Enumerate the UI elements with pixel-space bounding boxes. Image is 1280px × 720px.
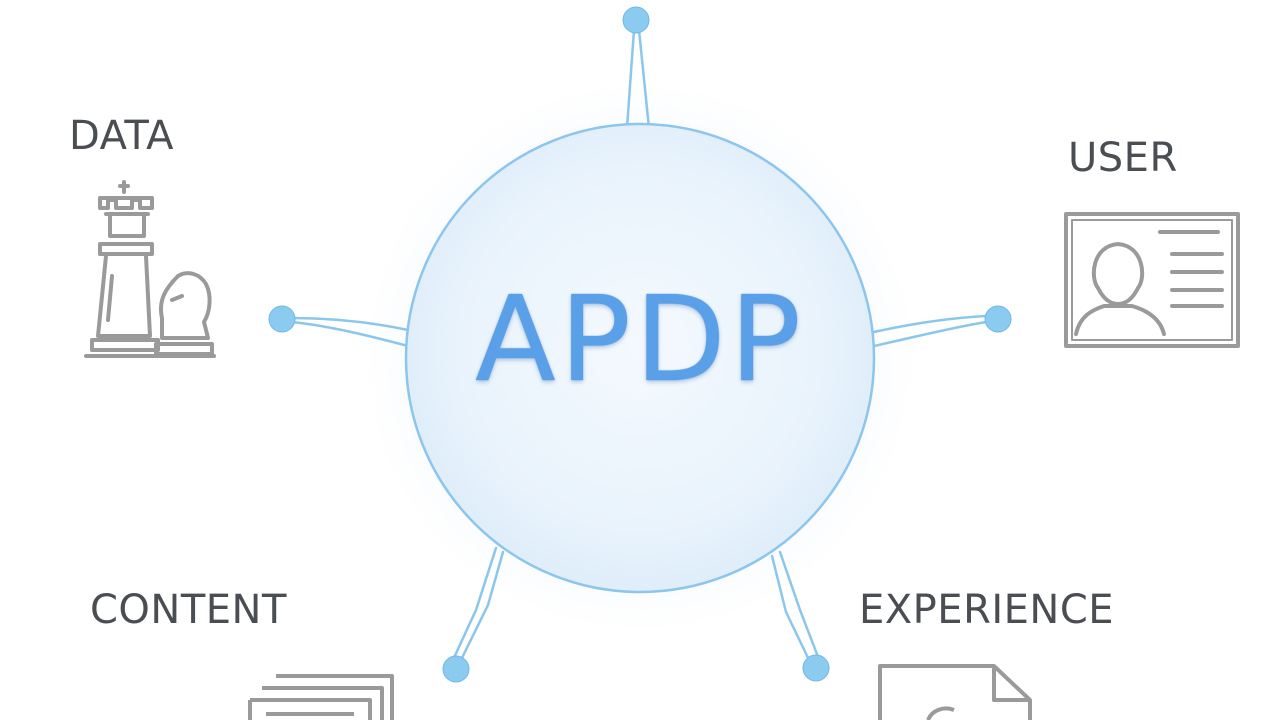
connector-top <box>625 28 651 130</box>
node-label-user: USER <box>1068 135 1178 181</box>
center-label: APDP <box>475 270 805 408</box>
node-dot-user <box>984 305 1012 333</box>
node-dot-experience <box>802 654 830 682</box>
core-circle <box>404 122 876 594</box>
node-label-experience: EXPERIENCE <box>859 587 1115 633</box>
node-label-data: DATA <box>69 113 175 159</box>
connector-user <box>872 314 988 348</box>
node-label-content: CONTENT <box>90 587 287 633</box>
connectors <box>290 28 988 664</box>
connector-experience <box>770 550 822 664</box>
stacked-documents-icon <box>248 674 394 720</box>
node-dots <box>268 6 1012 683</box>
document-icon <box>878 664 1032 720</box>
connector-content <box>450 546 505 664</box>
node-dot-top <box>622 6 650 34</box>
connector-data <box>290 316 410 348</box>
user-id-card-icon <box>1064 212 1240 348</box>
chess-pieces-icon <box>84 180 216 358</box>
node-dot-data <box>268 305 296 333</box>
node-dot-content <box>442 655 470 683</box>
